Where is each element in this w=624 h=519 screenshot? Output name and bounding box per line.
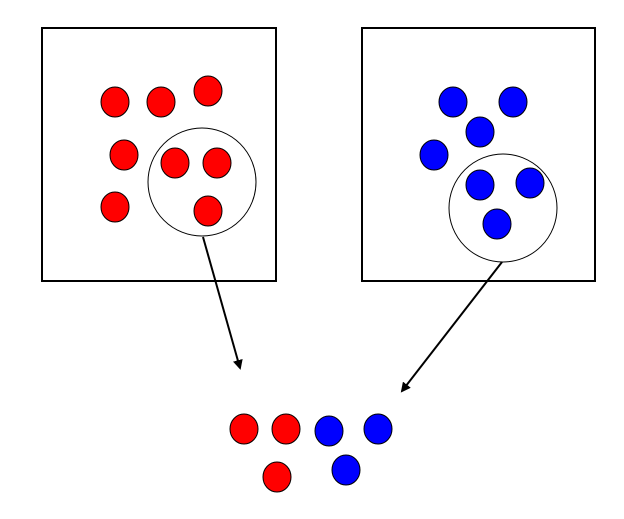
blue-dot — [498, 86, 528, 118]
blue-dot-sampled — [465, 169, 495, 201]
blue-dot-sampled — [515, 167, 545, 199]
left-sample-circle — [147, 127, 257, 237]
blue-dot-sampled — [482, 208, 512, 240]
blue-dot — [314, 415, 344, 447]
left-population-box — [41, 27, 277, 282]
red-dot — [109, 139, 139, 171]
red-dot-sampled — [193, 195, 223, 227]
blue-dot — [363, 413, 393, 445]
blue-dot — [419, 139, 449, 171]
blue-dot — [331, 454, 361, 486]
left-population — [41, 27, 277, 282]
left-arrow — [202, 236, 243, 370]
red-dot-sampled — [202, 147, 232, 179]
right-population — [361, 27, 596, 282]
red-dot — [193, 75, 223, 107]
right-arrow — [400, 261, 503, 393]
red-dot — [271, 413, 301, 445]
red-dot — [146, 86, 176, 118]
right-population-box — [361, 27, 596, 282]
blue-dot — [438, 86, 468, 118]
red-dot — [100, 86, 130, 118]
red-dot — [100, 191, 130, 223]
blue-dot — [465, 116, 495, 148]
red-dot-sampled — [160, 147, 190, 179]
combined-sample — [229, 413, 393, 493]
right-sample-circle — [448, 153, 558, 263]
red-dot — [229, 413, 259, 445]
red-dot — [262, 461, 292, 493]
